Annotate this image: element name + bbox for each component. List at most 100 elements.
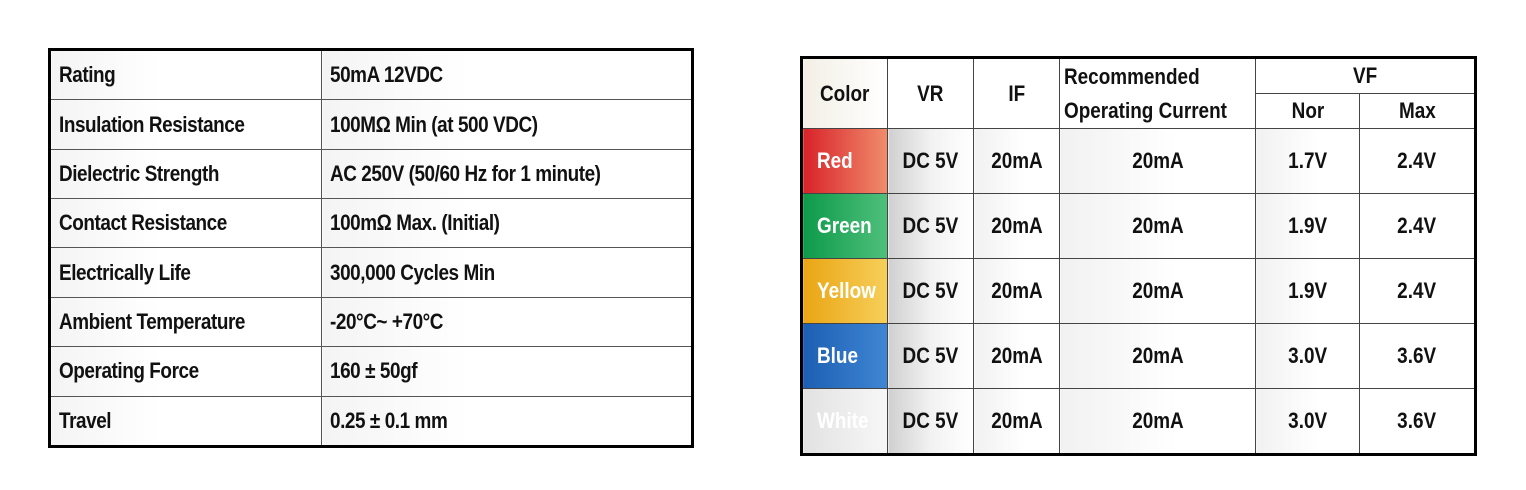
led-color-table: Color VR IF Recommended Operating Curren… — [800, 56, 1477, 456]
spec-label: Dielectric Strength — [49, 148, 322, 200]
spec-value-text: 160 ± 50gf — [330, 358, 418, 384]
spec-label-text: Rating — [59, 62, 116, 88]
led-vf-max-text: 3.6V — [1397, 343, 1437, 368]
spec-value-text: 300,000 Cycles Min — [330, 259, 495, 285]
spec-label-text: Insulation Resistance — [59, 111, 245, 137]
led-recommended-current-text: 20mA — [1131, 408, 1184, 433]
led-color-swatch-text: Green — [817, 213, 872, 238]
spec-value: 100MΩ Min (at 500 VDC) — [321, 99, 693, 150]
header-color: Color — [801, 57, 888, 129]
spec-label: Operating Force — [49, 346, 322, 397]
spec-label-text: Travel — [59, 407, 112, 433]
led-recommended-current-text: 20mA — [1131, 278, 1184, 303]
spec-label-text: Dielectric Strength — [59, 160, 220, 186]
led-vf-max: 3.6V — [1359, 388, 1476, 455]
led-vf-max-text: 2.4V — [1397, 213, 1437, 238]
led-if-text: 20mA — [990, 278, 1043, 303]
led-vf-nor: 1.9V — [1255, 258, 1360, 324]
led-recommended-current-text: 20mA — [1131, 213, 1184, 238]
led-color-swatch: Red — [801, 128, 888, 194]
led-if-text: 20mA — [990, 213, 1043, 238]
led-vr: DC 5V — [887, 258, 974, 324]
led-if: 20mA — [973, 193, 1060, 259]
spec-value-text: 50mA 12VDC — [330, 62, 443, 88]
spec-value-text: 100MΩ Min (at 500 VDC) — [330, 111, 538, 137]
spec-label: Ambient Temperature — [49, 296, 322, 348]
led-row: Green DC 5V 20mA 20mA 1.9V 2.4V — [801, 193, 1476, 259]
led-vf-max-text: 2.4V — [1397, 278, 1437, 303]
spec-value: 160 ± 50gf — [321, 346, 693, 397]
led-recommended-current: 20mA — [1059, 323, 1256, 389]
led-vr-text: DC 5V — [902, 213, 959, 238]
led-color-swatch-text: Yellow — [817, 278, 876, 303]
spec-row: Operating Force 160 ± 50gf — [49, 346, 693, 397]
spec-value-text: -20°C~ +70°C — [330, 308, 444, 334]
led-row: White DC 5V 20mA 20mA 3.0V 3.6V — [801, 388, 1476, 455]
spec-table-body: Rating 50mA 12VDC Insulation Resistance 100… — [49, 48, 693, 448]
led-recommended-current: 20mA — [1059, 193, 1256, 259]
led-vf-max: 2.4V — [1359, 258, 1476, 324]
led-color-swatch: Yellow — [801, 258, 888, 324]
spec-label: Travel — [49, 395, 322, 448]
header-vr: VR — [887, 57, 974, 129]
spec-label-text: Contact Resistance — [59, 210, 227, 236]
led-vf-nor: 1.9V — [1255, 193, 1360, 259]
header-vf-nor: Nor — [1255, 93, 1360, 129]
led-color-swatch: Green — [801, 193, 888, 259]
led-if-text: 20mA — [990, 343, 1043, 368]
header-if: IF — [973, 57, 1060, 129]
led-vf-nor: 1.7V — [1255, 128, 1360, 194]
led-vr: DC 5V — [887, 128, 974, 194]
led-if: 20mA — [973, 323, 1060, 389]
led-recommended-current-text: 20mA — [1131, 148, 1184, 173]
led-table-header: Color VR IF Recommended Operating Curren… — [801, 57, 1476, 129]
spec-label-text: Operating Force — [59, 358, 199, 384]
led-color-swatch-text: White — [817, 408, 869, 433]
led-vf-max-text: 3.6V — [1397, 408, 1437, 433]
led-vf-nor: 3.0V — [1255, 323, 1360, 389]
led-color-swatch: White — [801, 388, 888, 455]
spec-row: Insulation Resistance 100MΩ Min (at 500 V… — [49, 99, 693, 150]
spec-row: Ambient Temperature -20°C~ +70°C — [49, 296, 693, 348]
spec-label-text: Ambient Temperature — [59, 308, 245, 334]
led-recommended-current: 20mA — [1059, 388, 1256, 455]
spec-label: Insulation Resistance — [49, 99, 322, 150]
led-color-swatch: Blue — [801, 323, 888, 389]
spec-row: Rating 50mA 12VDC — [49, 48, 693, 101]
led-if: 20mA — [973, 128, 1060, 194]
spec-value: AC 250V (50/60 Hz for 1 minute) — [321, 148, 693, 200]
led-vf-nor-text: 1.7V — [1288, 148, 1327, 173]
led-if: 20mA — [973, 388, 1060, 455]
led-vf-nor-text: 3.0V — [1288, 408, 1327, 433]
led-vr: DC 5V — [887, 323, 974, 389]
spec-value-text: 100mΩ Max. (Initial) — [330, 210, 500, 236]
spec-row: Contact Resistance 100mΩ Max. (Initial) — [49, 198, 693, 249]
spec-value: 300,000 Cycles Min — [321, 247, 693, 298]
header-vf-max: Max — [1359, 93, 1476, 129]
header-vf: VF — [1255, 57, 1476, 94]
spec-label: Electrically Life — [49, 247, 322, 298]
led-recommended-current: 20mA — [1059, 128, 1256, 194]
led-if: 20mA — [973, 258, 1060, 324]
spec-row: Dielectric Strength AC 250V (50/60 Hz for… — [49, 148, 693, 200]
led-vf-max: 2.4V — [1359, 128, 1476, 194]
led-color-swatch-text: Blue — [817, 343, 859, 368]
spec-table: Rating 50mA 12VDC Insulation Resistance 100… — [48, 48, 694, 448]
led-vr: DC 5V — [887, 193, 974, 259]
spec-row: Electrically Life 300,000 Cycles Min — [49, 247, 693, 298]
spec-label: Rating — [49, 48, 322, 101]
led-vr-text: DC 5V — [902, 343, 959, 368]
led-vf-max-text: 2.4V — [1397, 148, 1437, 173]
spec-value-text: AC 250V (50/60 Hz for 1 minute) — [330, 160, 601, 186]
led-row: Blue DC 5V 20mA 20mA 3.0V 3.6V — [801, 323, 1476, 389]
led-if-text: 20mA — [990, 148, 1043, 173]
header-recommended-current: Recommended Operating Current — [1059, 57, 1256, 129]
led-vf-nor-text: 1.9V — [1288, 213, 1327, 238]
led-vr-text: DC 5V — [902, 408, 959, 433]
led-if-text: 20mA — [990, 408, 1043, 433]
led-vf-max: 3.6V — [1359, 323, 1476, 389]
spec-label-text: Electrically Life — [59, 259, 191, 285]
led-vf-nor-text: 3.0V — [1288, 343, 1327, 368]
